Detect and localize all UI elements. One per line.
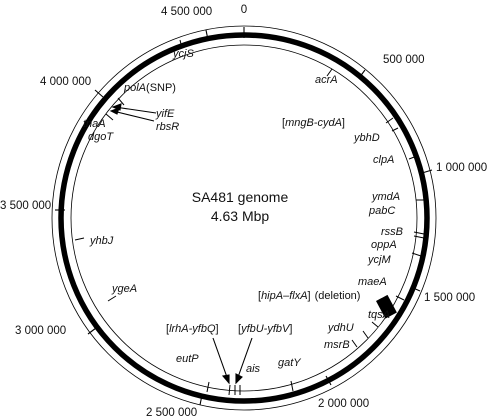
arrows bbox=[109, 103, 253, 385]
gene-label-ycjM: ycjM bbox=[367, 254, 391, 266]
arrow-rbsR-head bbox=[109, 107, 120, 115]
gene-tick-msrB bbox=[351, 339, 358, 348]
gene-labels: ycjS acrA polA(SNP) yifE rbsR tnaA dgoT … bbox=[83, 48, 403, 375]
arrow-yfbU bbox=[236, 337, 253, 381]
gene-tick-tqsA bbox=[371, 321, 379, 328]
tick-1500000 bbox=[410, 286, 421, 292]
hipA-flxA-name: hipA–flxA bbox=[261, 290, 307, 302]
pos-label-4500000: 4 500 000 bbox=[161, 6, 212, 18]
gene-label-ymdA: ymdA bbox=[371, 191, 400, 203]
tick-3000000 bbox=[87, 327, 97, 335]
tick-1000000 bbox=[421, 169, 433, 174]
gene-tick-clpA bbox=[408, 155, 418, 160]
gene-label-ais: ais bbox=[246, 363, 261, 375]
gene-tick-ybhD bbox=[391, 127, 399, 132]
mngB-bracket-close: ] bbox=[342, 117, 345, 129]
position-labels: 0 500 000 1 000 000 1 500 000 2 000 000 … bbox=[0, 4, 487, 418]
tick-2000000 bbox=[325, 375, 332, 386]
gene-label-rssB: rssB bbox=[381, 226, 403, 238]
gene-label-acrA: acrA bbox=[315, 74, 338, 86]
tick-2500000 bbox=[199, 394, 203, 406]
deletion-block bbox=[376, 294, 397, 319]
lrhA-bracket-close: ] bbox=[216, 323, 219, 335]
arrow-rbsR bbox=[112, 110, 155, 122]
gene-label-ygeA: ygeA bbox=[111, 283, 137, 295]
gene-label-yifE: yifE bbox=[155, 108, 175, 120]
lrhA-yfbQ-name: lrhA-yfbQ bbox=[169, 323, 216, 335]
arrow-lrhA-head bbox=[221, 374, 230, 385]
gene-label-hipA-flxA: [hipA–flxA] (deletion) bbox=[258, 290, 360, 302]
gene-label-polA: polA(SNP) bbox=[123, 82, 176, 94]
gene-tick-gatY bbox=[290, 380, 294, 392]
gene-label-rbsR: rbsR bbox=[156, 121, 179, 133]
tick-500000 bbox=[358, 69, 366, 79]
mngB-cydA-name: mngB-cydA bbox=[285, 117, 342, 129]
hipA-bracket-open: [ bbox=[258, 290, 261, 302]
gene-label-mngB-cydA: [mngB-cydA] bbox=[282, 117, 345, 129]
genome-outer-ring bbox=[51, 25, 437, 411]
gene-label-pabC: pabC bbox=[368, 205, 395, 217]
yfbU-yfbV-name: yfbU-yfbV bbox=[240, 323, 291, 335]
pos-label-2000000: 2 000 000 bbox=[318, 398, 369, 410]
lrhA-bracket-open: [ bbox=[166, 323, 169, 335]
tick-4000000 bbox=[94, 89, 104, 98]
genome-size: 4.63 Mbp bbox=[211, 208, 270, 224]
gene-tick-rssB bbox=[413, 231, 425, 235]
gene-label-maeA: maeA bbox=[358, 276, 387, 288]
genome-name: SA481 genome bbox=[192, 189, 289, 205]
gene-label-msrB: msrB bbox=[324, 339, 350, 351]
gene-label-ycjS: ycjS bbox=[172, 48, 194, 60]
pos-label-3000000: 3 000 000 bbox=[15, 325, 66, 337]
yfbU-bracket-close: ] bbox=[289, 323, 292, 335]
pos-label-2500000: 2 500 000 bbox=[146, 407, 197, 418]
gene-tick-ycjS bbox=[179, 39, 183, 49]
gene-label-clpA: clpA bbox=[373, 154, 394, 166]
gene-tick-acrA bbox=[326, 68, 333, 77]
gene-tick-eutP bbox=[206, 381, 210, 393]
gene-tick-oppA bbox=[413, 235, 425, 239]
yfbU-bracket-open: [ bbox=[238, 323, 241, 335]
pos-label-1000000: 1 000 000 bbox=[436, 162, 487, 174]
arrow-lrhA bbox=[212, 337, 229, 381]
pos-label-3500000: 3 500 000 bbox=[0, 200, 51, 212]
gene-tick-mngB bbox=[385, 117, 394, 124]
gene-tick-ydhU bbox=[362, 330, 369, 339]
gene-tick-ygeA bbox=[107, 295, 117, 302]
tick-4500000 bbox=[205, 29, 209, 41]
mngB-bracket-open: [ bbox=[282, 117, 285, 129]
deletion-note: (deletion) bbox=[315, 290, 361, 302]
gene-label-ybhD: ybhD bbox=[353, 132, 380, 144]
hipA-bracket-close: ] bbox=[308, 290, 311, 302]
gene-tick-maeA bbox=[395, 295, 405, 301]
polA-note: (SNP) bbox=[146, 82, 176, 94]
gene-label-tqsA: tqsA bbox=[368, 309, 390, 321]
pos-label-4000000: 4 000 000 bbox=[40, 76, 91, 88]
pos-label-0: 0 bbox=[241, 4, 247, 16]
arrow-yifE bbox=[114, 106, 157, 114]
gene-label-tnaA: tnaA bbox=[83, 118, 106, 130]
gene-tick-polA bbox=[117, 97, 125, 106]
polA-name: polA bbox=[123, 82, 146, 94]
pos-label-500000: 500 000 bbox=[383, 54, 425, 66]
gene-tick-ycjM bbox=[411, 252, 422, 257]
gene-label-lrhA-yfbQ: [lrhA-yfbQ] bbox=[166, 323, 219, 335]
pos-label-1500000: 1 500 000 bbox=[424, 292, 475, 304]
gene-label-ydhU: ydhU bbox=[327, 322, 354, 334]
gene-label-dgoT: dgoT bbox=[88, 131, 114, 143]
gene-tick-lrhA bbox=[228, 384, 231, 396]
tick-marks bbox=[55, 27, 433, 406]
gene-ticks bbox=[74, 39, 425, 396]
gene-label-yhbJ: yhbJ bbox=[89, 235, 114, 247]
gene-label-oppA: oppA bbox=[371, 239, 397, 251]
genome-inner-ring bbox=[70, 44, 418, 392]
gene-label-gatY: gatY bbox=[278, 357, 301, 369]
gene-tick-tnaA bbox=[105, 113, 114, 121]
gene-label-yfbU-yfbV: [yfbU-yfbV] bbox=[238, 323, 292, 335]
arrow-yfbU-head bbox=[235, 373, 243, 385]
gene-label-eutP: eutP bbox=[176, 353, 199, 365]
gene-tick-yhbJ bbox=[74, 237, 85, 241]
